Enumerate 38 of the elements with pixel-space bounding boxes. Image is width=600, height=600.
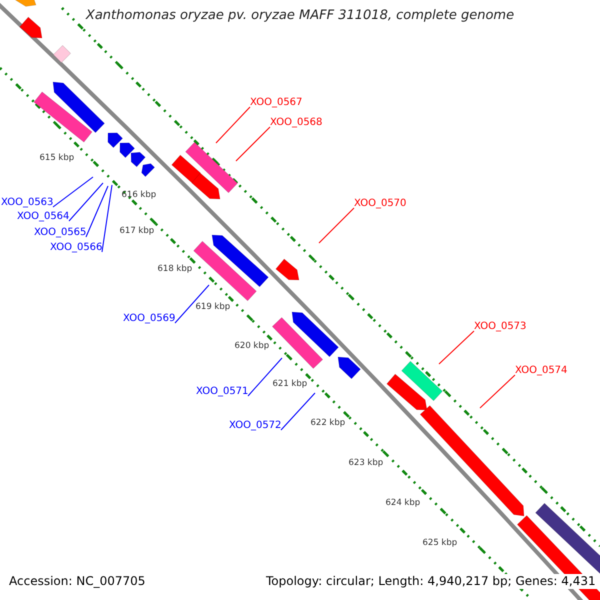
locus-tag-label: XOO_0573 [474, 321, 526, 333]
accession-note: Accession: NC_007705 [7, 574, 148, 589]
locus-tag-label: XOO_0572 [229, 420, 282, 432]
leader-line [102, 184, 112, 252]
leader-line [216, 106, 250, 144]
locus-tag-label: XOO_0566 [50, 242, 102, 254]
locus-tag-label: XOO_0563 [1, 197, 54, 209]
scale-label: 618 kbp [158, 264, 192, 274]
locus-tag-label: XOO_0570 [354, 198, 406, 210]
leader-line [280, 392, 316, 430]
leader-line [86, 186, 108, 238]
scale-label: 619 kbp [196, 302, 230, 312]
locus-tag-label: XOO_0571 [196, 386, 248, 398]
scale-label: 621 kbp [272, 379, 308, 389]
scale-label: 623 kbp [348, 458, 384, 468]
scale-label: 622 kbp [310, 418, 346, 428]
leader-line [480, 374, 516, 408]
leader-line [248, 358, 282, 396]
leader-line [236, 126, 270, 162]
locus-tag-label: XOO_0564 [17, 211, 70, 223]
locus-tag-label: XOO_0569 [123, 313, 176, 325]
scale-label: 617 kbp [120, 226, 154, 236]
locus-tag-label: XOO_0565 [34, 227, 86, 239]
scale-label: 624 kbp [386, 498, 420, 508]
leader-line [52, 176, 94, 208]
scale-label: 620 kbp [234, 341, 270, 351]
scale-label: 615 kbp [40, 153, 74, 163]
genome-stats-note: Topology: circular; Length: 4,940,217 bp; Genes: 4,431 [264, 574, 598, 589]
genome-title: Xanthomonas oryzae pv. oryzae MAFF 311018, complete genome [84, 8, 516, 24]
locus-tag-label: XOO_0568 [270, 117, 322, 129]
locus-tag-label: XOO_0567 [250, 97, 302, 109]
locus-tag-label: XOO_0574 [515, 365, 568, 377]
leader-line [318, 208, 354, 244]
leader-line [174, 284, 210, 324]
leader-line [68, 182, 104, 222]
leader-line [438, 330, 474, 364]
scale-label: 625 kbp [422, 538, 458, 548]
scale-label: 616 kbp [122, 190, 156, 200]
